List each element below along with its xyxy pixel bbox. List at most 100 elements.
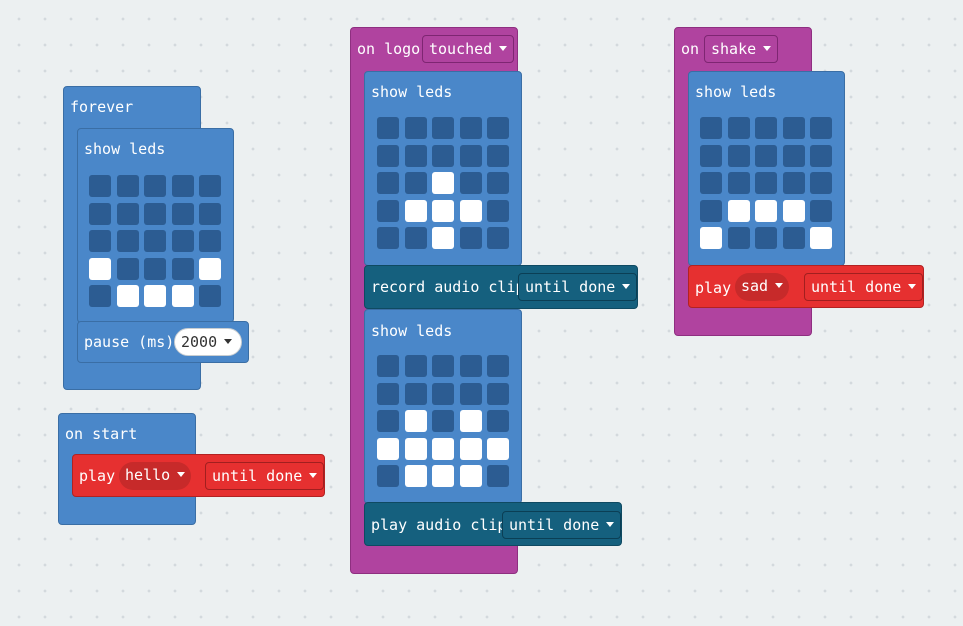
led-cell[interactable] [487, 437, 509, 460]
led-cell[interactable] [89, 202, 111, 225]
led-cell[interactable] [144, 230, 166, 252]
led-cell[interactable] [432, 227, 454, 249]
led-cell[interactable] [89, 175, 111, 197]
led-cell[interactable] [459, 172, 482, 194]
sound-dropdown[interactable]: sad [735, 273, 790, 301]
led-cell[interactable] [116, 257, 139, 280]
led-cell[interactable] [404, 382, 427, 405]
play-audio-block[interactable]: play audio clip until done [364, 502, 622, 546]
led-cell[interactable] [116, 175, 139, 197]
led-cell[interactable] [116, 202, 139, 225]
led-cell[interactable] [487, 117, 509, 139]
led-cell[interactable] [487, 382, 509, 405]
chevron-down-icon[interactable] [309, 473, 318, 478]
led-cell[interactable] [727, 117, 750, 139]
led-cell[interactable] [727, 172, 750, 194]
led-cell[interactable] [782, 199, 805, 222]
led-cell[interactable] [459, 437, 482, 460]
shake-show-leds-block[interactable]: show leds [688, 71, 845, 266]
chevron-down-icon[interactable] [763, 46, 772, 51]
led-cell[interactable] [459, 382, 482, 405]
led-cell[interactable] [404, 465, 427, 487]
led-cell[interactable] [487, 227, 509, 249]
forever-show-leds-block[interactable]: show leds [77, 128, 234, 323]
led-cell[interactable] [171, 285, 194, 307]
chevron-down-icon[interactable] [499, 46, 508, 51]
record-mode-dropdown[interactable]: until done [518, 273, 638, 301]
led-cell[interactable] [432, 355, 454, 377]
led-cell[interactable] [432, 382, 454, 405]
chevron-down-icon[interactable] [775, 283, 784, 288]
led-cell[interactable] [404, 355, 427, 377]
led-cell[interactable] [199, 202, 221, 225]
led-cell[interactable] [404, 437, 427, 460]
led-cell[interactable] [377, 172, 399, 194]
led-cell[interactable] [404, 227, 427, 249]
led-cell[interactable] [727, 227, 750, 249]
led-cell[interactable] [432, 117, 454, 139]
pause-value-input[interactable]: 2000 [174, 328, 242, 356]
led-cell[interactable] [459, 144, 482, 167]
led-cell[interactable] [487, 465, 509, 487]
mode-dropdown[interactable]: until done [205, 462, 325, 490]
on-start-play-block[interactable]: play hello until done [72, 454, 325, 497]
led-cell[interactable] [116, 230, 139, 252]
shake-play-block[interactable]: play sad until done [688, 265, 924, 308]
led-cell[interactable] [171, 257, 194, 280]
led-cell[interactable] [487, 199, 509, 222]
led-cell[interactable] [432, 465, 454, 487]
led-cell[interactable] [810, 144, 832, 167]
led-cell[interactable] [700, 172, 722, 194]
led-grid[interactable] [89, 175, 221, 307]
logo-event-dropdown[interactable]: touched [422, 35, 515, 63]
led-cell[interactable] [459, 410, 482, 432]
led-cell[interactable] [89, 230, 111, 252]
led-cell[interactable] [377, 227, 399, 249]
led-cell[interactable] [144, 175, 166, 197]
led-cell[interactable] [782, 144, 805, 167]
led-cell[interactable] [199, 285, 221, 307]
led-cell[interactable] [377, 199, 399, 222]
led-cell[interactable] [404, 199, 427, 222]
led-grid[interactable] [377, 117, 509, 249]
led-cell[interactable] [487, 172, 509, 194]
led-cell[interactable] [755, 117, 777, 139]
led-cell[interactable] [144, 257, 166, 280]
led-cell[interactable] [782, 117, 805, 139]
led-grid[interactable] [700, 117, 832, 249]
led-cell[interactable] [810, 117, 832, 139]
led-cell[interactable] [377, 355, 399, 377]
logo-show-leds-block-2[interactable]: show leds [364, 309, 522, 504]
led-cell[interactable] [171, 175, 194, 197]
led-cell[interactable] [199, 175, 221, 197]
led-cell[interactable] [432, 144, 454, 167]
led-cell[interactable] [459, 355, 482, 377]
sound-dropdown[interactable]: hello [119, 462, 192, 490]
led-cell[interactable] [755, 199, 777, 222]
led-cell[interactable] [144, 285, 166, 307]
led-cell[interactable] [377, 144, 399, 167]
led-cell[interactable] [404, 117, 427, 139]
led-cell[interactable] [432, 410, 454, 432]
led-cell[interactable] [171, 202, 194, 225]
mode-dropdown[interactable]: until done [804, 273, 924, 301]
led-cell[interactable] [727, 199, 750, 222]
led-cell[interactable] [700, 199, 722, 222]
led-cell[interactable] [377, 465, 399, 487]
led-cell[interactable] [377, 437, 399, 460]
led-cell[interactable] [727, 144, 750, 167]
led-cell[interactable] [810, 199, 832, 222]
led-cell[interactable] [755, 144, 777, 167]
led-cell[interactable] [377, 410, 399, 432]
led-cell[interactable] [487, 410, 509, 432]
led-cell[interactable] [171, 230, 194, 252]
chevron-down-icon[interactable] [177, 472, 186, 477]
play-audio-mode-dropdown[interactable]: until done [502, 511, 622, 539]
led-cell[interactable] [755, 172, 777, 194]
led-cell[interactable] [377, 117, 399, 139]
led-cell[interactable] [459, 199, 482, 222]
led-cell[interactable] [487, 355, 509, 377]
led-cell[interactable] [432, 437, 454, 460]
led-cell[interactable] [432, 199, 454, 222]
pause-block[interactable]: pause (ms) 2000 [77, 321, 249, 363]
